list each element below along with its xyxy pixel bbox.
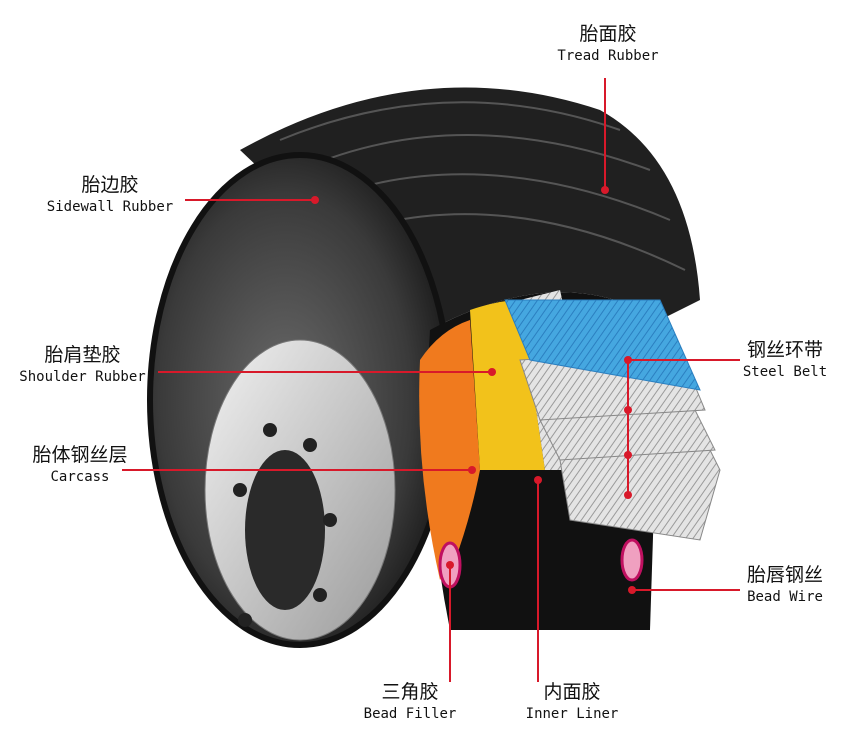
bead-right	[620, 538, 644, 582]
callout-dots	[311, 186, 636, 594]
label-zh: 内面胶	[543, 681, 601, 703]
label-bead-filler: 三角胶 Bead Filler	[350, 680, 470, 724]
label-en: Inner Liner	[525, 706, 619, 722]
label-shoulder-rubber: 胎肩垫胶 Shoulder Rubber	[0, 343, 165, 387]
label-en: Bead Filler	[363, 706, 457, 722]
label-tread-rubber: 胎面胶 Tread Rubber	[548, 22, 668, 66]
callout-lines	[122, 78, 740, 682]
label-inner-liner: 内面胶 Inner Liner	[512, 680, 632, 724]
label-steel-belt: 钢丝环带 Steel Belt	[730, 338, 840, 382]
label-en: Shoulder Rubber	[19, 369, 146, 385]
belt-layer-blue	[504, 299, 701, 391]
carcass-layer	[419, 320, 480, 580]
label-en: Sidewall Rubber	[46, 199, 174, 215]
label-en: Carcass	[50, 469, 110, 485]
tread-band	[240, 87, 700, 330]
label-sidewall-rubber: 胎边胶 Sidewall Rubber	[25, 173, 195, 217]
label-carcass: 胎体钢丝层 Carcass	[10, 443, 150, 487]
label-zh: 三角胶	[381, 681, 439, 703]
label-en: Tread Rubber	[557, 48, 659, 64]
wheel-hub	[245, 450, 325, 610]
label-zh: 胎面胶	[579, 23, 637, 45]
label-zh: 胎肩垫胶	[44, 344, 121, 366]
label-en: Bead Wire	[747, 589, 823, 605]
label-bead-wire: 胎唇钢丝 Bead Wire	[730, 563, 840, 607]
label-zh: 钢丝环带	[746, 339, 823, 361]
label-en: Steel Belt	[742, 364, 828, 380]
label-zh: 胎体钢丝层	[32, 444, 128, 466]
label-zh: 胎边胶	[81, 174, 139, 196]
label-zh: 胎唇钢丝	[746, 564, 823, 586]
